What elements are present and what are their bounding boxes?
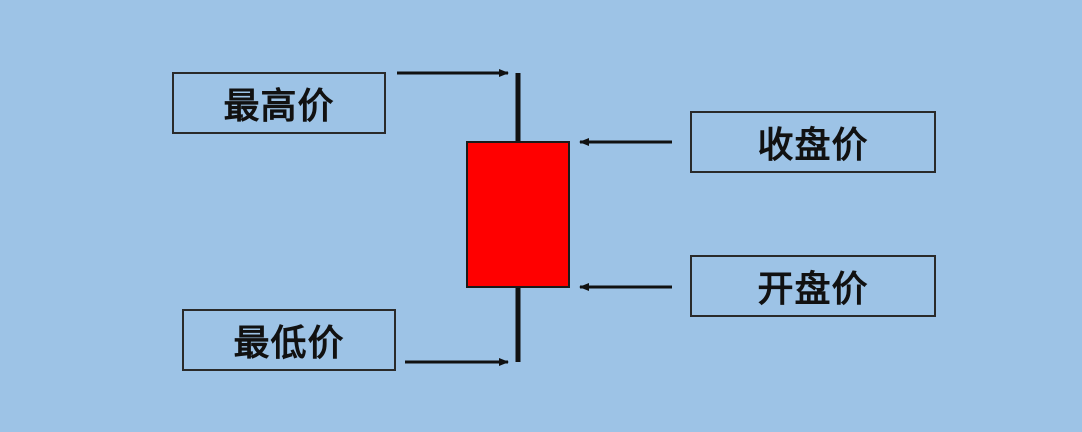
low-price-text: 最低价: [233, 323, 345, 364]
high-price-label: 最高价: [172, 72, 386, 134]
open-price-label: 开盘价: [690, 255, 936, 317]
candle-body: [466, 141, 570, 288]
low-price-label: 最低价: [182, 309, 396, 371]
high-price-text: 最高价: [223, 86, 335, 127]
close-price-text: 收盘价: [757, 125, 869, 166]
close-price-label: 收盘价: [690, 111, 936, 173]
open-price-text: 开盘价: [757, 269, 869, 310]
